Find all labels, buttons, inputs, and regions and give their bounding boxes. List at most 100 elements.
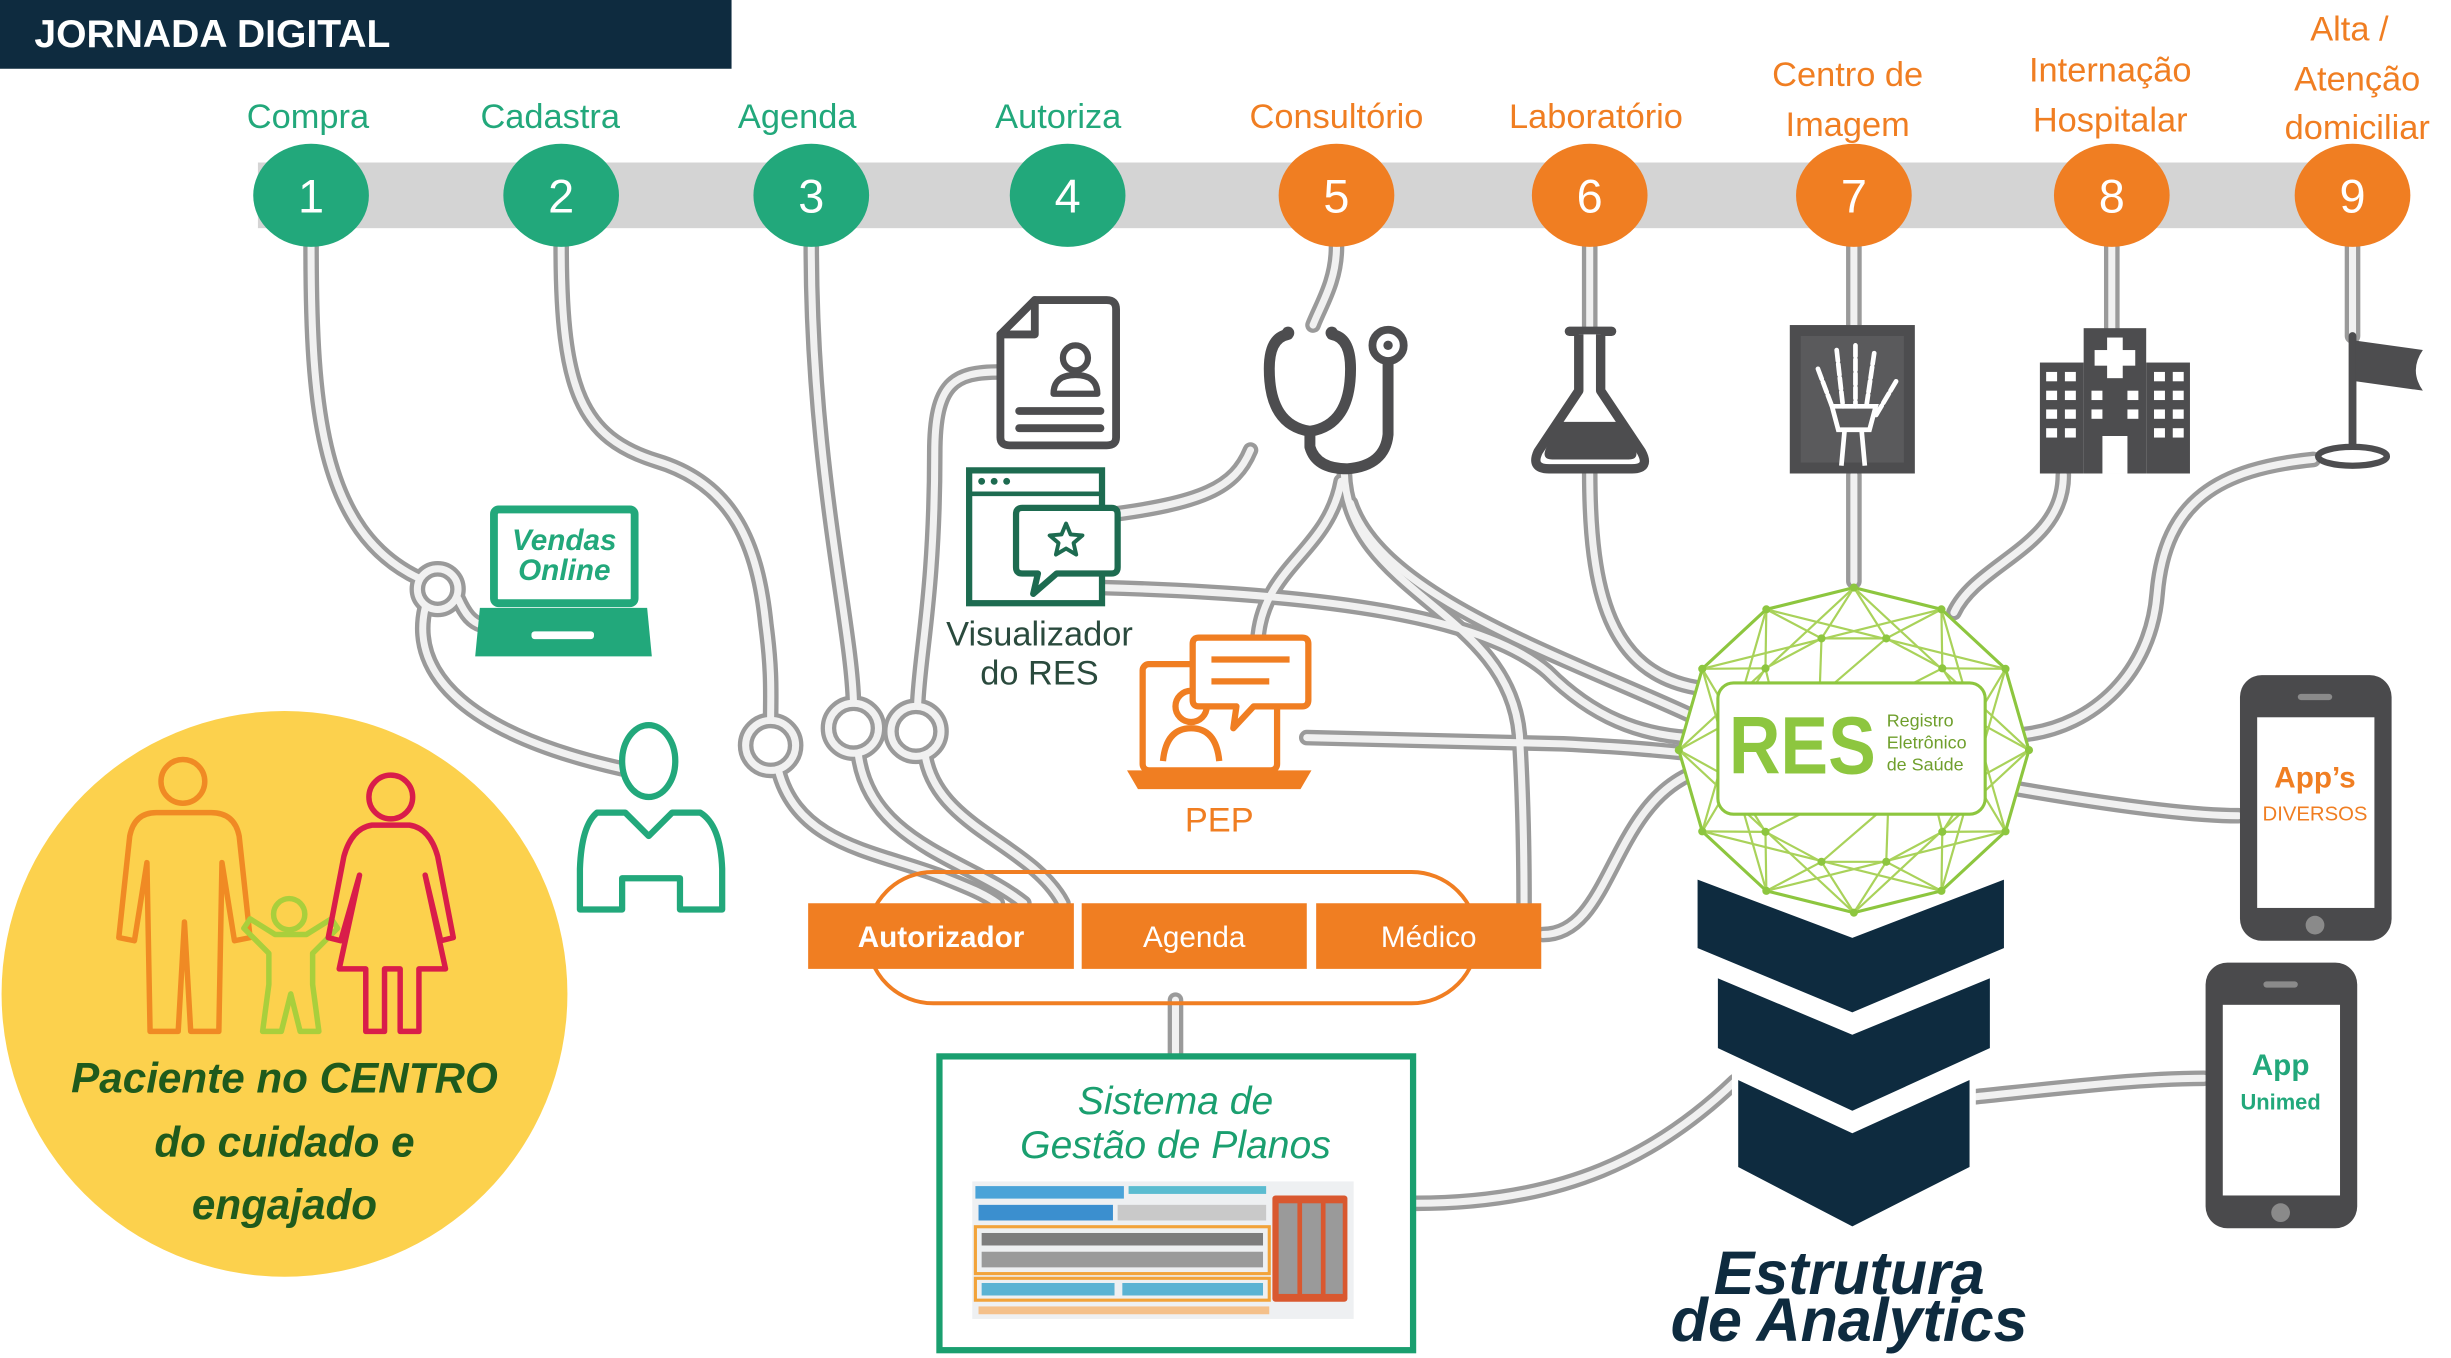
- road-center-line: [1586, 468, 1700, 692]
- road-center-line: [557, 243, 775, 723]
- road-center-line: [2016, 785, 2242, 820]
- res-mesh-line: [1820, 586, 1855, 639]
- journey-step-9: 9 Alta / Atenção domiciliar: [2285, 11, 2430, 247]
- system-screenshot-thumbnail: [972, 1181, 1354, 1319]
- stethoscope-icon: [1263, 325, 1408, 475]
- step-label: Compra: [247, 98, 370, 136]
- vendas-online-label: Vendas: [512, 524, 617, 557]
- journey-step-3: 3 Agenda: [738, 98, 870, 247]
- road-center-line: [1412, 1077, 1739, 1207]
- res-mesh-line: [1942, 667, 2006, 670]
- smartphone-icon: App’s DIVERSOS: [2239, 675, 2392, 941]
- road: [1581, 464, 1704, 696]
- document-icon: [996, 296, 1120, 450]
- apps-diversos-title: App’s: [2274, 762, 2355, 795]
- step-label: domiciliar: [2285, 109, 2430, 147]
- vendas-online-label: Online: [518, 554, 610, 587]
- res-mesh-line: [1885, 860, 1942, 892]
- autorizador-label: Autorizador: [858, 921, 1025, 954]
- gestao-planos-title: Gestão de Planos: [1020, 1124, 1331, 1167]
- res-mesh-node: [1938, 664, 1947, 673]
- road-center-line: [914, 368, 1004, 710]
- paciente-text: engajado: [192, 1181, 377, 1228]
- res-mesh-node: [1762, 605, 1771, 614]
- road-center-line: [1098, 584, 1692, 742]
- paciente-text: Paciente no CENTRO: [71, 1054, 498, 1101]
- road-center-line: [413, 565, 462, 613]
- hospital-icon: [2039, 328, 2190, 474]
- res-mesh-node: [1882, 634, 1891, 643]
- res-mesh-node: [1761, 664, 1770, 673]
- step-label: Autoriza: [995, 98, 1122, 136]
- smartphone-icon: App Unimed: [2205, 962, 2358, 1229]
- flask-icon: [1531, 326, 1650, 474]
- res-mesh-node: [1849, 583, 1858, 592]
- road-center-line: [742, 716, 800, 774]
- app-unimed-subtitle: Unimed: [2241, 1090, 2321, 1115]
- road-network: [303, 239, 2361, 1212]
- res-mesh-line: [1940, 609, 1944, 669]
- res-mesh-line: [1852, 586, 1888, 639]
- res-mesh-line: [1702, 830, 1766, 833]
- journey-step-2: 2 Cadastra: [480, 98, 621, 247]
- gestao-planos-box: Sistema de Gestão de Planos: [936, 1053, 1417, 1354]
- step-label: Atenção: [2294, 61, 2420, 99]
- res-mesh-node: [1698, 827, 1707, 836]
- step-number: 3: [798, 171, 824, 223]
- laptop-icon: Vendas Online: [475, 505, 652, 657]
- analytics-chevron: [1731, 1070, 1976, 1234]
- road: [1408, 1073, 1743, 1212]
- res-label-box: [1716, 681, 1987, 816]
- res-mesh-node: [2024, 746, 2034, 755]
- res-mesh-node: [1817, 634, 1826, 643]
- res-description: de Saúde: [1887, 754, 1964, 774]
- analytics-stack: [1691, 870, 2011, 1234]
- res-mesh-node: [2001, 664, 2010, 673]
- res-mesh-line: [1765, 608, 1823, 640]
- res-mesh-node: [1674, 746, 1683, 755]
- road-center-line: [1347, 499, 1695, 720]
- road-center-line: [419, 604, 626, 773]
- step-label: Agenda: [738, 98, 857, 136]
- browser-chat-icon: [966, 467, 1121, 607]
- person-icon: [576, 721, 726, 913]
- step-badge: [1796, 143, 1912, 247]
- res-mesh-node: [1698, 664, 1707, 673]
- journey-step-1: 1 Compra: [247, 98, 370, 247]
- medico-box: [1316, 903, 1542, 969]
- journey-step-8: 8 Internação Hospitalar: [2029, 51, 2191, 247]
- step-label: Alta /: [2310, 11, 2389, 49]
- step-badge: [1531, 143, 1648, 247]
- res-mesh-node: [1937, 605, 1946, 614]
- road-center-line: [1539, 771, 1692, 939]
- res-mesh-line: [1764, 609, 1768, 669]
- step-badge: [253, 143, 369, 247]
- road: [303, 239, 427, 587]
- journey-step-7: 7 Centro de Imagem: [1772, 56, 1923, 247]
- step-label: Laboratório: [1509, 98, 1683, 136]
- res-mesh-line: [1885, 608, 1942, 640]
- res-mesh-line: [1942, 830, 2006, 833]
- family-icon: [116, 756, 457, 1035]
- res-mesh-node: [2001, 827, 2010, 836]
- agenda-box: [1081, 903, 1307, 969]
- step-label: Centro de: [1772, 56, 1923, 94]
- res-mesh-node: [1882, 857, 1891, 866]
- analytics-chevron: [1691, 870, 2011, 1020]
- agenda-label: Agenda: [1143, 921, 1246, 954]
- res-mesh-line: [1765, 860, 1823, 892]
- step-number: 2: [548, 171, 574, 223]
- res-mesh-line: [1764, 637, 1823, 670]
- res-mesh-node: [1817, 857, 1826, 866]
- res-mesh-line: [1820, 861, 1855, 914]
- visualizador-label: Visualizador: [946, 615, 1133, 653]
- step-label: Imagem: [1786, 106, 1910, 144]
- road-center-line: [307, 243, 423, 582]
- step-badge: [1009, 143, 1126, 247]
- pep-label: PEP: [1185, 801, 1254, 839]
- road-center-line: [921, 752, 1067, 907]
- x-ray-icon: [1789, 325, 1915, 474]
- step-number: 4: [1055, 171, 1081, 223]
- video-consultation-icon: [1127, 634, 1312, 790]
- road-center-line: [774, 766, 1001, 907]
